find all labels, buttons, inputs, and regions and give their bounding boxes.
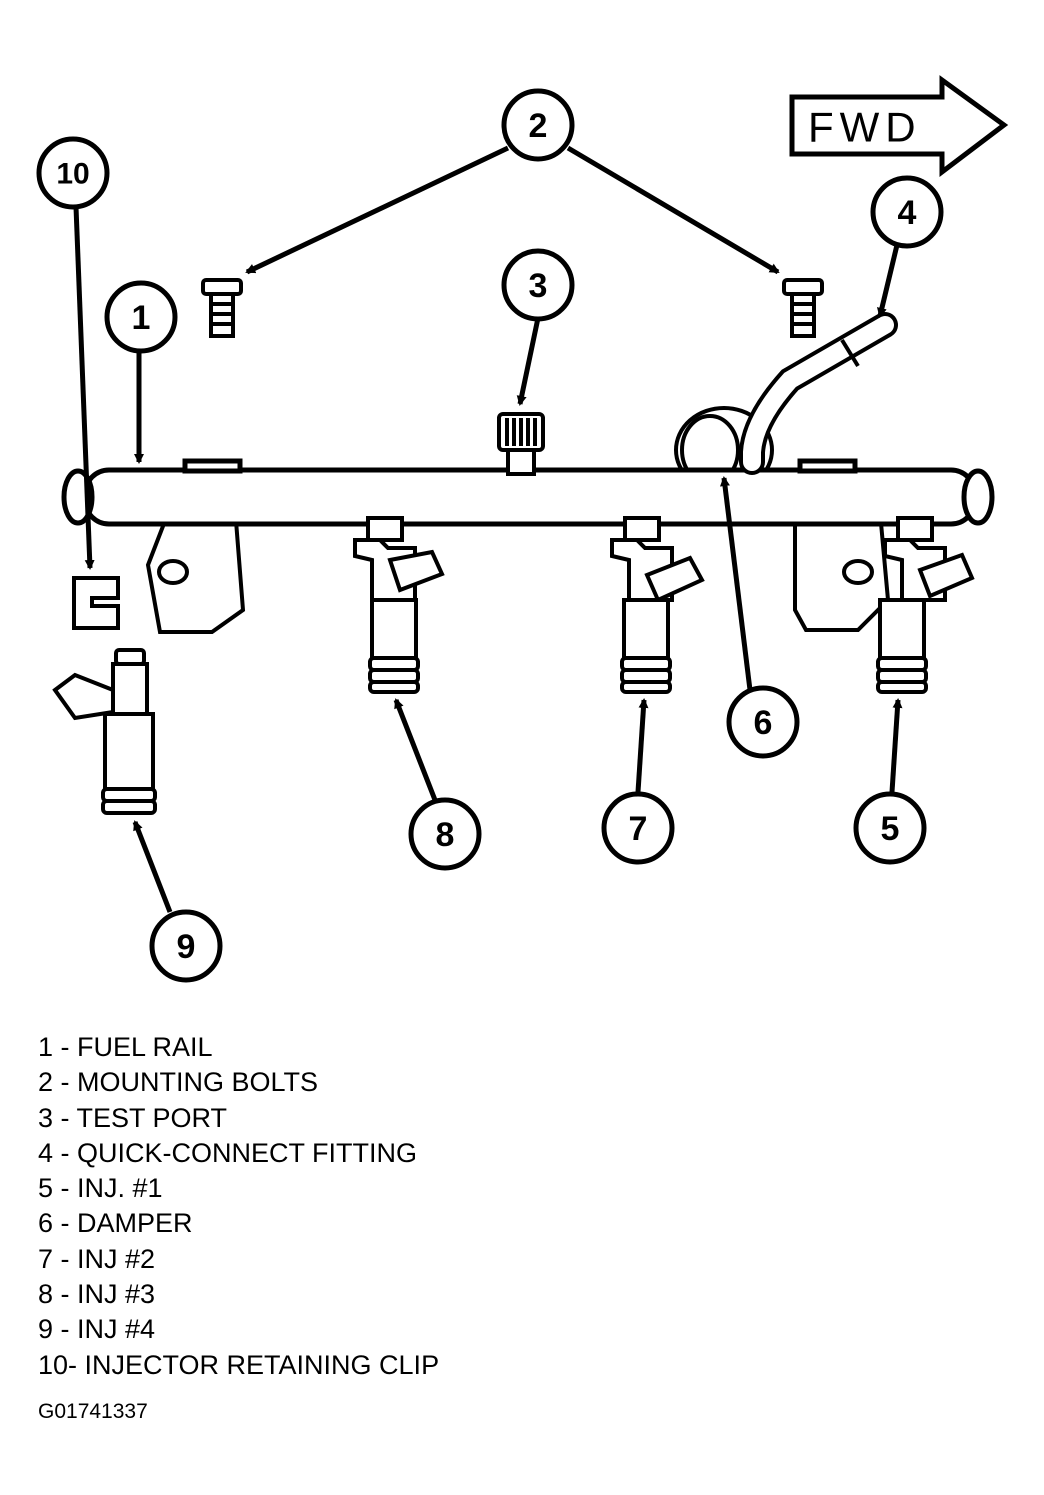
- mounting-bolt-right: [782, 278, 824, 338]
- mounting-bolt-left: [201, 278, 243, 338]
- svg-text:2: 2: [529, 107, 548, 145]
- legend-item: 5 - INJ. #1: [38, 1173, 163, 1204]
- legend-item: 1 - FUEL RAIL: [38, 1032, 213, 1062]
- legend-item: 4 - QUICK-CONNECT FITTING: [38, 1137, 418, 1168]
- svg-text:4: 4: [898, 194, 917, 232]
- legend-item: 10- INJECTOR RETAINING CLIP: [38, 1349, 440, 1380]
- callout-7: 7: [601, 791, 675, 865]
- leader-lines: [73, 145, 903, 913]
- svg-text:7: 7: [629, 810, 648, 848]
- mounting-bracket-right: [793, 510, 891, 632]
- quick-connect-fitting: [739, 312, 898, 475]
- callout-5: 5: [853, 791, 927, 865]
- callout-8: 8: [408, 797, 482, 871]
- fwd-direction-arrow: FWD: [789, 75, 1009, 178]
- callout-4: 4: [870, 175, 944, 249]
- parts-legend: 1 - FUEL RAIL 2 - MOUNTING BOLTS 3 - TES…: [38, 1030, 439, 1383]
- legend-item: 6 - DAMPER: [38, 1208, 193, 1239]
- legend-item: 9 - INJ #4: [38, 1314, 156, 1345]
- injector-retaining-clip: [72, 576, 120, 630]
- svg-text:1: 1: [132, 299, 151, 337]
- svg-text:8: 8: [436, 816, 455, 854]
- injector-4: [52, 648, 157, 815]
- test-port: [497, 412, 545, 476]
- injector-1: [876, 516, 975, 694]
- legend-item: 7 - INJ #2: [38, 1243, 156, 1274]
- callout-2: 2: [501, 88, 575, 162]
- callout-1: 1: [104, 280, 178, 354]
- injector-3: [353, 516, 445, 694]
- fuel-rail-diagram: FWD: [36, 75, 1009, 983]
- svg-text:9: 9: [177, 928, 196, 966]
- svg-text:5: 5: [881, 810, 900, 848]
- mounting-bracket-left: [145, 506, 246, 634]
- figure-code: G01741337: [38, 1400, 148, 1423]
- svg-text:3: 3: [529, 267, 548, 305]
- injector-2: [610, 516, 705, 694]
- callout-9: 9: [149, 909, 223, 983]
- fwd-label: FWD: [808, 104, 922, 151]
- callout-3: 3: [501, 248, 575, 322]
- legend-item: 8 - INJ #3: [38, 1279, 156, 1310]
- svg-text:10: 10: [56, 158, 89, 191]
- callout-10: 10: [36, 136, 110, 210]
- legend-item: 2 - MOUNTING BOLTS: [38, 1067, 319, 1098]
- svg-text:6: 6: [754, 704, 773, 742]
- callout-6: 6: [726, 685, 800, 759]
- legend-item: 3 - TEST PORT: [38, 1102, 228, 1133]
